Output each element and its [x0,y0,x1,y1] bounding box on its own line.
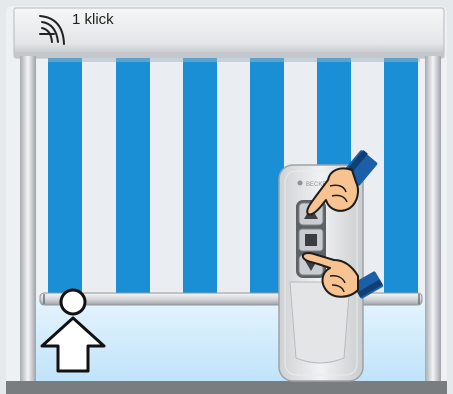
right-post [425,56,441,386]
fabric-stripe [48,58,82,296]
remote-logo-mark [298,181,303,186]
left-post [20,56,36,386]
ground [6,381,447,394]
click-count-label: 1 klick [72,12,114,27]
cassette-lip [14,52,444,58]
stop-button[interactable] [299,229,323,251]
fabric-stripe [183,58,217,296]
fabric-shadow [48,58,420,62]
fabric-stripe [116,58,150,296]
fabric-stripe [384,58,418,296]
square-stop-icon [305,234,317,246]
